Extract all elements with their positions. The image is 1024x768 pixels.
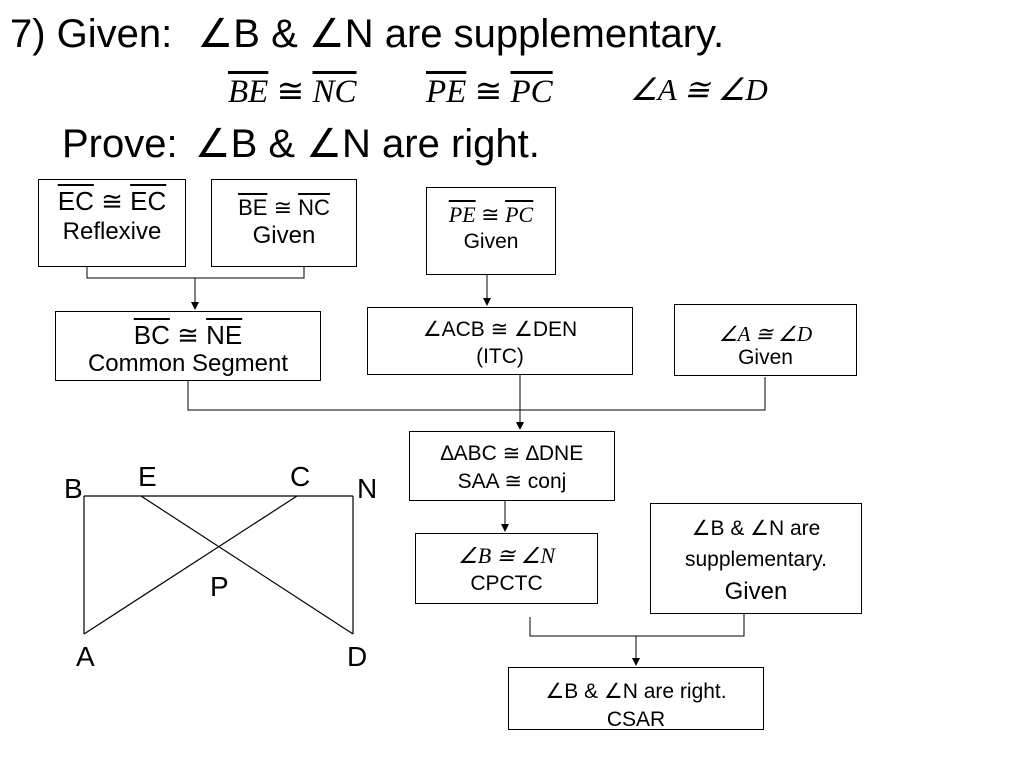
statement-abc-dne: ∆ABC ≅ ∆DNE bbox=[440, 442, 584, 465]
label-e: E bbox=[138, 461, 157, 492]
reason-given: Given bbox=[738, 346, 793, 369]
congruent-symbol: ≅ bbox=[177, 320, 199, 350]
box-a-d-given: ∠A ≅ ∠D Given bbox=[674, 304, 857, 376]
segment-bc: BC bbox=[133, 320, 170, 350]
reason-given: Given bbox=[252, 222, 316, 249]
statement-b-n-are: ∠B & ∠N are bbox=[691, 517, 821, 540]
statement-acb-den: ∠ACB ≅ ∠DEN bbox=[422, 318, 578, 341]
congruent-symbol: ≅ bbox=[276, 74, 305, 110]
given-prefix: 7) Given: bbox=[10, 12, 173, 56]
congruent-symbol: ≅ bbox=[481, 202, 500, 227]
segment-nc: NC bbox=[312, 74, 357, 110]
prove-statement: ∠B & ∠N are right. bbox=[194, 122, 540, 166]
segment-ec: EC bbox=[57, 186, 94, 216]
given-be-nc: BE ≅ NC bbox=[228, 72, 357, 112]
reason-csar: CSAR bbox=[606, 708, 666, 731]
given-heading: 7) Given: ∠B & ∠N are supplementary. bbox=[10, 10, 724, 58]
reason-common-segment: Common Segment bbox=[87, 350, 289, 377]
label-p: P bbox=[210, 571, 229, 602]
box-be-nc-given: BE ≅ NC Given bbox=[211, 179, 357, 267]
given-statement: ∠B & ∠N are supplementary. bbox=[197, 12, 725, 56]
statement-supplementary: supplementary. bbox=[684, 548, 828, 571]
segment-ec-to-d bbox=[140, 495, 354, 635]
box-ec-reflexive: EC ≅ EC Reflexive bbox=[38, 179, 186, 267]
box-abc-dne-saa: ∆ABC ≅ ∆DNE SAA ≅ conj bbox=[409, 431, 615, 501]
label-d: D bbox=[347, 641, 367, 672]
segment-pc: PC bbox=[505, 202, 534, 227]
box-b-n-right-csar: ∠B & ∠N are right. CSAR bbox=[508, 667, 764, 731]
label-a: A bbox=[76, 641, 95, 672]
box-pe-pc-given: PE ≅ PC Given bbox=[426, 187, 556, 275]
segment-ne: NE bbox=[206, 320, 243, 350]
reason-saa: SAA ≅ conj bbox=[457, 470, 567, 493]
segment-be: BE bbox=[238, 195, 268, 220]
reason-given: Given bbox=[463, 230, 519, 253]
label-c: C bbox=[290, 461, 310, 492]
segment-pe: PE bbox=[426, 74, 467, 110]
segment-ec: EC bbox=[130, 186, 167, 216]
given-angle-a-d: ∠A ≅ ∠D bbox=[630, 72, 768, 107]
prove-prefix: Prove: bbox=[62, 122, 178, 166]
prove-heading: Prove: ∠B & ∠N are right. bbox=[62, 120, 540, 168]
label-b: B bbox=[64, 473, 83, 504]
segment-nc: NC bbox=[298, 195, 330, 220]
reason-cpctc: CPCTC bbox=[470, 572, 543, 595]
segment-pe: PE bbox=[448, 202, 476, 227]
segment-pc: PC bbox=[510, 74, 553, 110]
statement-a-d: ∠A ≅ ∠D bbox=[718, 322, 813, 346]
reason-itc: (ITC) bbox=[476, 345, 524, 368]
congruent-symbol: ≅ bbox=[101, 186, 123, 216]
statement-b-n-right: ∠B & ∠N are right. bbox=[545, 680, 727, 703]
box-bc-ne-common-segment: BC ≅ NE Common Segment bbox=[55, 311, 321, 381]
label-n: N bbox=[357, 473, 377, 504]
segment-ca bbox=[83, 495, 298, 635]
reason-reflexive: Reflexive bbox=[62, 218, 162, 245]
reason-given: Given bbox=[724, 578, 788, 605]
join-bracket-middle bbox=[187, 377, 766, 411]
congruent-symbol: ≅ bbox=[474, 74, 503, 110]
given-pe-pc: PE ≅ PC bbox=[426, 72, 553, 112]
box-b-n-supplementary-given: ∠B & ∠N are supplementary. Given bbox=[650, 503, 862, 614]
congruent-symbol: ≅ bbox=[273, 195, 292, 220]
segment-be: BE bbox=[228, 74, 269, 110]
join-bracket-bottom bbox=[529, 614, 745, 637]
box-acb-den-itc: ∠ACB ≅ ∠DEN (ITC) bbox=[367, 307, 633, 375]
box-b-n-cpctc: ∠B ≅ ∠N CPCTC bbox=[415, 533, 598, 604]
statement-b-n-congruent: ∠B ≅ ∠N bbox=[458, 543, 555, 568]
